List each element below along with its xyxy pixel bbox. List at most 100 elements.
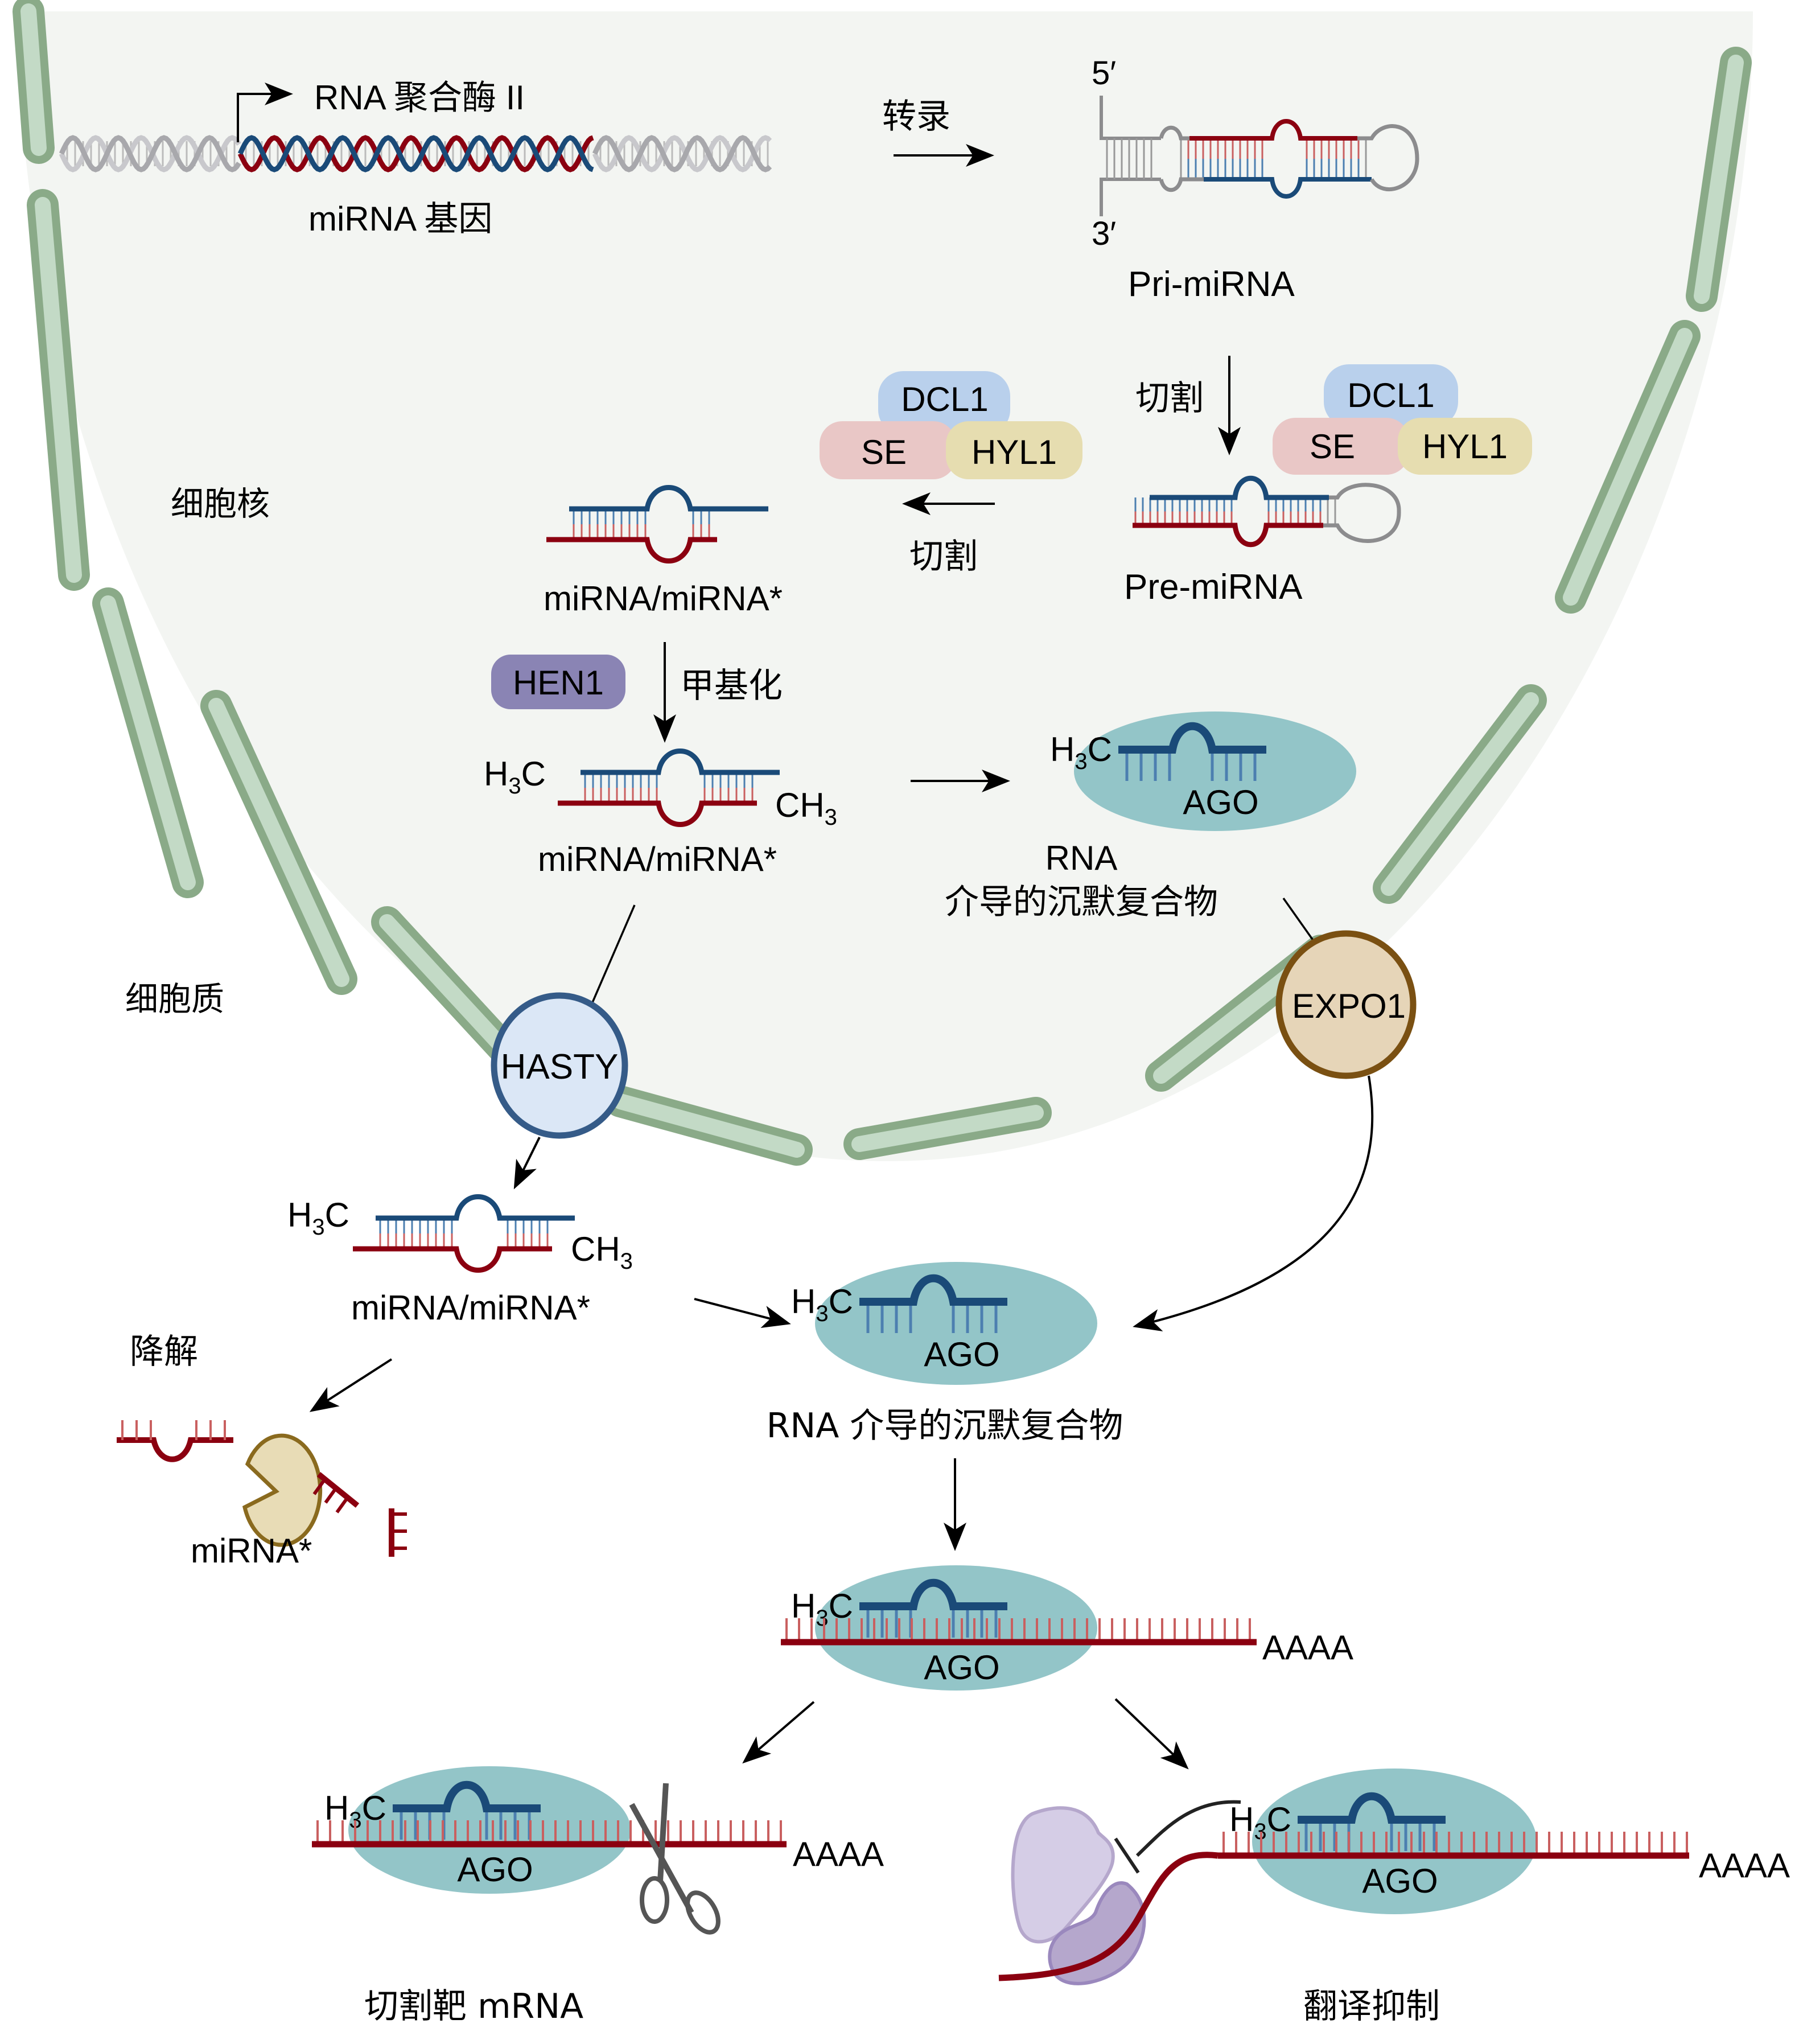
duplex-to-hasty-line	[588, 904, 636, 1011]
ago-label: AGO	[1362, 1862, 1438, 1900]
rna-polymerase-label: RNA 聚合酶 II	[314, 79, 525, 117]
bulge	[1159, 177, 1204, 192]
hen1-label: HEN1	[513, 664, 604, 702]
pri-blue	[1204, 177, 1372, 199]
hasty-label: HASTY	[501, 1047, 619, 1087]
scissors-blade	[629, 1803, 694, 1914]
fragment-base	[335, 1497, 349, 1514]
dcl1-label: DCL1	[1347, 376, 1434, 414]
dna-flank-right-strand-b	[592, 135, 772, 172]
guide-strand	[859, 1578, 1007, 1610]
cleavage-outcome-label: 切割靶 mRNA	[364, 1987, 583, 2026]
polya-tail-label: AAAA	[1262, 1628, 1353, 1667]
expo1-exporter[interactable]: EXPO1	[1275, 930, 1417, 1079]
pri-5p-tail	[1100, 96, 1161, 140]
mirna-star-fragments	[117, 1420, 407, 1557]
risc-cytoplasm-label: RNA 介导的沉默复合物	[767, 1406, 1123, 1446]
membrane-segment-inner	[208, 698, 349, 987]
cytoplasm-risc-loading-arrow	[694, 1298, 791, 1329]
fragment-base	[324, 1487, 337, 1504]
fragment	[316, 1472, 360, 1508]
se-label: SE	[861, 433, 907, 471]
guide-strand	[393, 1780, 541, 1812]
guide-strand	[1118, 722, 1266, 754]
mirna-star-strand	[558, 800, 757, 827]
transcription-label: 转录	[882, 97, 950, 137]
mirna-strand	[581, 748, 780, 775]
mirna-star-label: miRNA*	[191, 1532, 312, 1570]
cytoplasm-label: 细胞质	[125, 980, 224, 1018]
hasty-exporter[interactable]: HASTY	[491, 992, 628, 1139]
ago-protein	[1252, 1769, 1537, 1914]
mirna-duplex-unmethylated	[546, 485, 768, 564]
ago-label: AGO	[457, 1850, 533, 1889]
transcription-start-arrow	[237, 83, 293, 142]
mirna-star-strand	[353, 1246, 552, 1273]
degradation-label: 降解	[130, 1332, 198, 1372]
repression-branch-arrow	[1114, 1698, 1189, 1770]
membrane-segment-inner	[100, 595, 196, 890]
mirna-gene-label: miRNA 基因	[308, 200, 492, 238]
exonuclease	[242, 1433, 323, 1547]
three-prime-label: 3′	[1092, 215, 1116, 252]
mirna-strand	[569, 485, 768, 512]
hyl1-protein	[946, 421, 1082, 479]
pre-red	[1133, 523, 1323, 548]
pri-red	[1189, 119, 1357, 141]
ch3-label: CH3	[775, 786, 837, 830]
risc-nucleus-label-line2: 介导的沉默复合物	[945, 882, 1218, 922]
duplex-label-2: miRNA/miRNA*	[538, 840, 777, 878]
risc-nucleus-label-line1: RNA	[1045, 839, 1118, 877]
pri-mirna-hairpin	[1100, 96, 1419, 216]
dcl1-label: DCL1	[901, 380, 988, 418]
dna-flank-left-strand-a	[59, 135, 241, 172]
mirna-duplex-methylated	[558, 748, 780, 827]
hyl1-label: HYL1	[972, 433, 1057, 471]
mirna-strand	[376, 1194, 575, 1221]
scissors-blade	[657, 1783, 669, 1882]
hyl1-label: HYL1	[1422, 427, 1508, 466]
terminal-loop	[1357, 124, 1419, 191]
nucleus-label: 细胞核	[171, 484, 270, 523]
dcl1-protein	[878, 371, 1010, 435]
pre-mirna-hairpin	[1133, 475, 1401, 548]
membrane-segment-inner	[1694, 55, 1744, 304]
se-protein	[1273, 418, 1409, 475]
repression-outcome-label: 翻译抑制	[1303, 1987, 1440, 2026]
h3c-label: H3C	[1050, 730, 1112, 774]
cleavage-branch-arrow	[742, 1701, 815, 1764]
ribosome	[1011, 1806, 1146, 1985]
ago-label: AGO	[924, 1648, 999, 1687]
dcl1-protein	[1324, 364, 1458, 427]
pre-loop	[1323, 483, 1401, 543]
ribosome-small-subunit	[1048, 1881, 1146, 1985]
membrane-segment-inner	[1563, 328, 1693, 606]
polya-tail-label: AAAA	[793, 1835, 884, 1873]
ribosome-large-subunit	[1011, 1806, 1115, 1944]
membrane-segment-inner	[1381, 692, 1539, 896]
pri-3p-tail	[1100, 178, 1161, 216]
methylation-label: 甲基化	[680, 666, 783, 706]
se-label: SE	[1310, 427, 1355, 466]
five-prime-label: 5′	[1092, 55, 1116, 92]
nucleus	[17, 11, 1753, 1161]
ago-protein	[1074, 712, 1356, 831]
cleave-label-2: 切割	[909, 537, 978, 577]
mirna-duplex-cytoplasm	[353, 1194, 575, 1273]
hasty-circle	[491, 992, 628, 1139]
hen1-protein[interactable]	[491, 655, 625, 709]
duplex-label-1: miRNA/miRNA*	[544, 579, 783, 618]
expo1-label: EXPO1	[1292, 987, 1406, 1025]
dicing-complex-right[interactable]: DCL1 SE HYL1	[1273, 364, 1532, 475]
expo1-circle	[1275, 930, 1417, 1079]
dna-flank-right-strand-a	[592, 135, 772, 172]
h3c-label: H3C	[791, 1282, 853, 1326]
scissors-icon	[629, 1783, 721, 1935]
hasty-export-arrow	[513, 1137, 541, 1190]
dicing-complex-left[interactable]: DCL1 SE HYL1	[820, 371, 1082, 479]
